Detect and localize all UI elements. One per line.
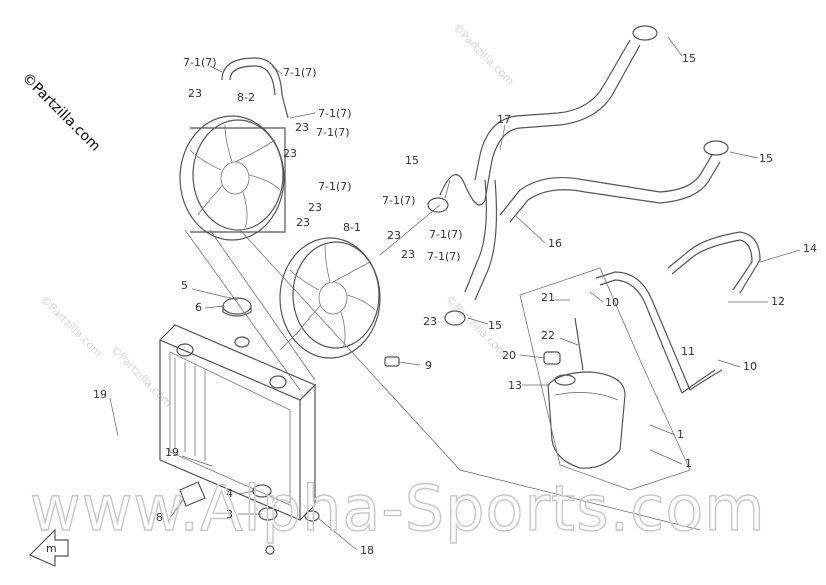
- thermo-switch: [384, 356, 400, 367]
- cooling-fan-upper: [179, 115, 286, 241]
- callout-21: 21: [541, 291, 555, 304]
- callout-14: 14: [803, 242, 817, 255]
- mount-bracket-8: [179, 481, 206, 507]
- callout-1: 1: [685, 457, 692, 470]
- coolant-reservoir: [547, 371, 626, 469]
- callout-leaders: [109, 36, 801, 551]
- hose-11: [595, 271, 691, 394]
- hose-small-top: [221, 57, 289, 119]
- watermark-partzilla-2: ©Partzilla.com: [38, 293, 105, 360]
- callout-1: 1: [677, 428, 684, 441]
- callout-20: 20: [502, 349, 516, 362]
- callout-15: 15: [488, 319, 502, 332]
- callout-16: 16: [548, 237, 562, 250]
- callout-22: 22: [541, 329, 555, 342]
- callout-12: 12: [771, 295, 785, 308]
- callout-7-1: 7-1(7): [183, 56, 217, 69]
- callout-23: 23: [401, 248, 415, 261]
- hose-clamp-15d: [444, 310, 466, 326]
- cooling-fan-lower: [279, 237, 381, 359]
- hose-clamp-15b: [703, 140, 729, 156]
- svg-text:m: m: [46, 542, 57, 555]
- bolt-1: [265, 545, 275, 555]
- callout-4: 4: [226, 487, 233, 500]
- callout-7-1: 7-1(7): [316, 126, 350, 139]
- callout-15: 15: [682, 52, 696, 65]
- callout-9: 9: [425, 359, 432, 372]
- callout-17: 17: [497, 113, 511, 126]
- callout-19: 19: [165, 446, 179, 459]
- callout-23: 23: [308, 201, 322, 214]
- hose-17: [439, 39, 641, 301]
- callout-10: 10: [743, 360, 757, 373]
- callout-10: 10: [605, 296, 619, 309]
- callout-18: 18: [360, 544, 374, 557]
- callout-5: 5: [181, 279, 188, 292]
- callout-labels: 7-1(7) 7-1(7) 7-1(7) 7-1(7) 7-1(7) 7-1(7…: [93, 52, 817, 557]
- callout-7-1: 7-1(7): [427, 250, 461, 263]
- callout-13: 13: [508, 379, 522, 392]
- callout-23: 23: [283, 147, 297, 160]
- reservoir-frame: [519, 267, 691, 491]
- radiator-cap: [222, 297, 252, 317]
- callout-8-2: 8-2: [237, 91, 255, 104]
- watermark-partzilla-1: ©Partzilla.com: [450, 21, 517, 88]
- front-arrow-icon: m: [28, 528, 69, 567]
- callout-15: 15: [405, 154, 419, 167]
- callout-23: 23: [295, 121, 309, 134]
- watermark-partzilla-4: ©Partzilla.com: [108, 343, 175, 410]
- callout-6: 6: [195, 301, 202, 314]
- callout-3: 3: [226, 508, 233, 521]
- reservoir-cap: [543, 351, 561, 365]
- overflow-hose-14: [667, 231, 761, 294]
- callout-11: 11: [681, 345, 695, 358]
- callout-8-1: 8-1: [343, 221, 361, 234]
- callout-23: 23: [296, 216, 310, 229]
- callout-23: 23: [188, 87, 202, 100]
- callout-23: 23: [387, 229, 401, 242]
- callout-7-1: 7-1(7): [382, 194, 416, 207]
- hose-16: [499, 154, 721, 223]
- bolt-18: [304, 510, 320, 522]
- watermark-alpha-sports: www.Alpha-Sports.com: [30, 472, 766, 545]
- callout-8: 8: [156, 511, 163, 524]
- callout-7-1: 7-1(7): [429, 228, 463, 241]
- radiator: [158, 324, 317, 521]
- callout-23: 23: [423, 315, 437, 328]
- hose-clamp-15a: [632, 25, 658, 41]
- callout-7-1: 7-1(7): [318, 180, 352, 193]
- callout-7-1: 7-1(7): [318, 107, 352, 120]
- dipstick: [574, 317, 584, 371]
- callout-15: 15: [759, 152, 773, 165]
- callout-7-1: 7-1(7): [283, 66, 317, 79]
- callout-19: 19: [93, 388, 107, 401]
- hose-clamp-15c: [427, 197, 449, 213]
